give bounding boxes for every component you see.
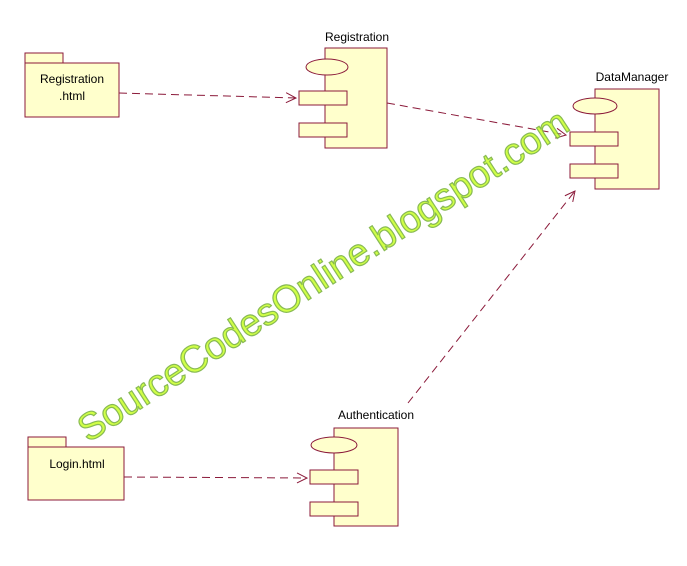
component-port-top xyxy=(309,469,359,485)
dependency-login-html-to-authentication[interactable] xyxy=(123,477,307,478)
component-authentication[interactable]: Authentication xyxy=(309,408,414,527)
dependency-authentication-to-data-manager[interactable] xyxy=(407,191,575,404)
package-body xyxy=(24,62,120,118)
component-data-manager[interactable]: DataManager xyxy=(569,70,669,190)
component-label: Authentication xyxy=(338,408,414,422)
component-registration[interactable]: Registration xyxy=(298,30,389,149)
component-ellipse xyxy=(310,436,358,454)
dependency-registration-html-to-registration[interactable] xyxy=(118,93,296,98)
component-ellipse xyxy=(572,97,618,115)
package-registration-html[interactable]: Registration .html xyxy=(24,52,120,118)
package-label-line2: .html xyxy=(59,89,85,103)
package-login-html[interactable]: Login.html xyxy=(27,436,125,501)
watermark-text: SourceCodesOnline.blogspot.com xyxy=(70,101,577,450)
package-body xyxy=(27,446,125,501)
package-label: Login.html xyxy=(49,457,104,471)
package-tab xyxy=(24,52,64,64)
component-port-bottom xyxy=(298,122,348,138)
dependency-registration-to-data-manager[interactable] xyxy=(386,102,566,135)
component-port-top xyxy=(298,90,348,106)
component-ellipse xyxy=(305,58,349,76)
component-port-bottom xyxy=(309,501,359,517)
package-tab xyxy=(27,436,67,448)
component-label: Registration xyxy=(325,30,389,44)
component-port-bottom xyxy=(569,163,619,179)
component-label: DataManager xyxy=(596,70,669,84)
component-port-top xyxy=(569,131,619,147)
package-label-line1: Registration xyxy=(40,72,104,86)
